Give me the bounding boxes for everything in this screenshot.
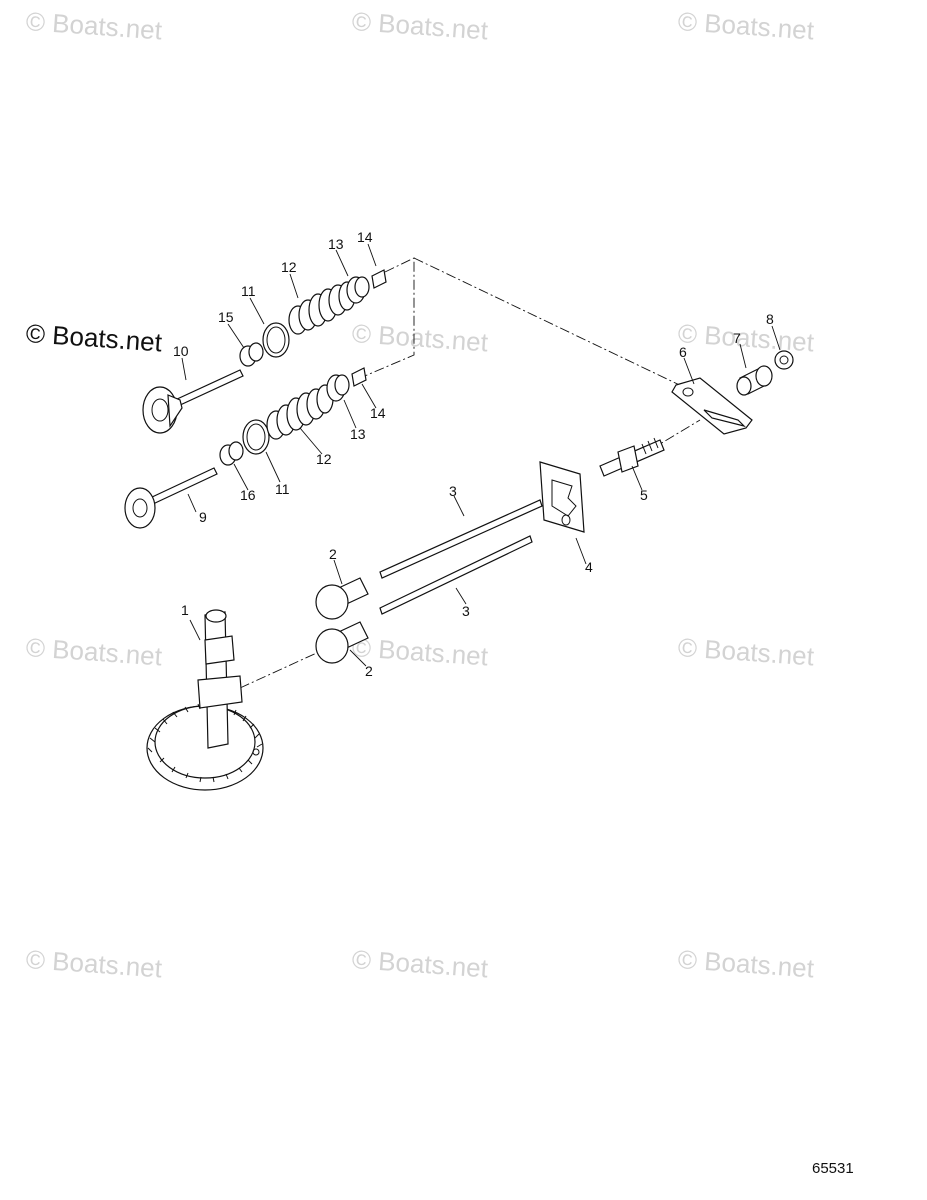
callout-6: 6 [679, 344, 687, 360]
washer-upper-part[interactable] [262, 322, 290, 358]
leader-line [189, 619, 201, 641]
leader-line [349, 649, 367, 667]
rocker-arm-part[interactable] [671, 377, 753, 435]
callout-13: 13 [328, 236, 344, 252]
assembly-line [413, 257, 691, 391]
leader-line [455, 587, 467, 605]
nut-part[interactable] [774, 350, 794, 370]
leader-line [181, 357, 187, 381]
keeper-lower-part[interactable] [351, 367, 367, 387]
callout-3: 3 [449, 483, 457, 499]
valve-seal-part[interactable] [239, 342, 264, 367]
retainer-upper-part[interactable] [346, 276, 370, 304]
spring-lower-part[interactable] [266, 384, 334, 440]
valve-lower-part[interactable] [124, 467, 218, 529]
callout-10: 10 [173, 343, 189, 359]
valve-seal-lower-part[interactable] [219, 441, 244, 466]
leader-line [265, 451, 281, 483]
callout-2: 2 [329, 546, 337, 562]
callout-14: 14 [357, 229, 373, 245]
leader-line [631, 465, 643, 491]
callout-12: 12 [316, 451, 332, 467]
callout-15: 15 [218, 309, 234, 325]
leader-line [187, 493, 197, 513]
stud-part[interactable] [599, 437, 665, 477]
tappet-lower-part[interactable] [315, 621, 369, 664]
retainer-lower-part[interactable] [326, 374, 350, 402]
tappet-upper-part[interactable] [315, 577, 369, 620]
callout-8: 8 [766, 311, 774, 327]
leader-line [683, 357, 695, 385]
leader-line [575, 537, 587, 565]
leader-line [249, 297, 265, 325]
leader-line [299, 427, 323, 455]
leader-line [335, 249, 349, 277]
callout-7: 7 [733, 330, 741, 346]
callout-12: 12 [281, 259, 297, 275]
spring-upper-part[interactable] [288, 281, 356, 335]
callout-1: 1 [181, 602, 189, 618]
leader-line [361, 383, 377, 409]
keeper-upper-part[interactable] [371, 269, 387, 289]
camshaft-part[interactable] [146, 609, 264, 791]
callout-14: 14 [370, 405, 386, 421]
callout-5: 5 [640, 487, 648, 503]
pivot-part[interactable] [736, 365, 773, 396]
assembly-line [359, 257, 415, 379]
pushrod-lower-part[interactable] [379, 535, 533, 615]
valve-upper-part[interactable] [142, 369, 244, 434]
callout-9: 9 [199, 509, 207, 525]
callout-4: 4 [585, 559, 593, 575]
callout-3: 3 [462, 603, 470, 619]
leader-line [233, 463, 249, 491]
leader-line [453, 495, 465, 517]
callout-16: 16 [240, 487, 256, 503]
leader-line [739, 343, 747, 369]
pushrod-upper-part[interactable] [379, 499, 543, 579]
washer-lower-part[interactable] [242, 419, 270, 455]
leader-line [289, 273, 299, 299]
callout-2: 2 [365, 663, 373, 679]
leader-line [333, 559, 343, 585]
diagram-code: 65531 [812, 1160, 854, 1177]
callout-11: 11 [275, 481, 290, 497]
leader-line [227, 323, 245, 349]
leader-line [771, 325, 781, 351]
guide-plate-part[interactable] [539, 461, 585, 533]
leader-line [343, 399, 357, 429]
callout-13: 13 [350, 426, 366, 442]
callout-11: 11 [241, 283, 256, 299]
leader-line [367, 243, 377, 267]
